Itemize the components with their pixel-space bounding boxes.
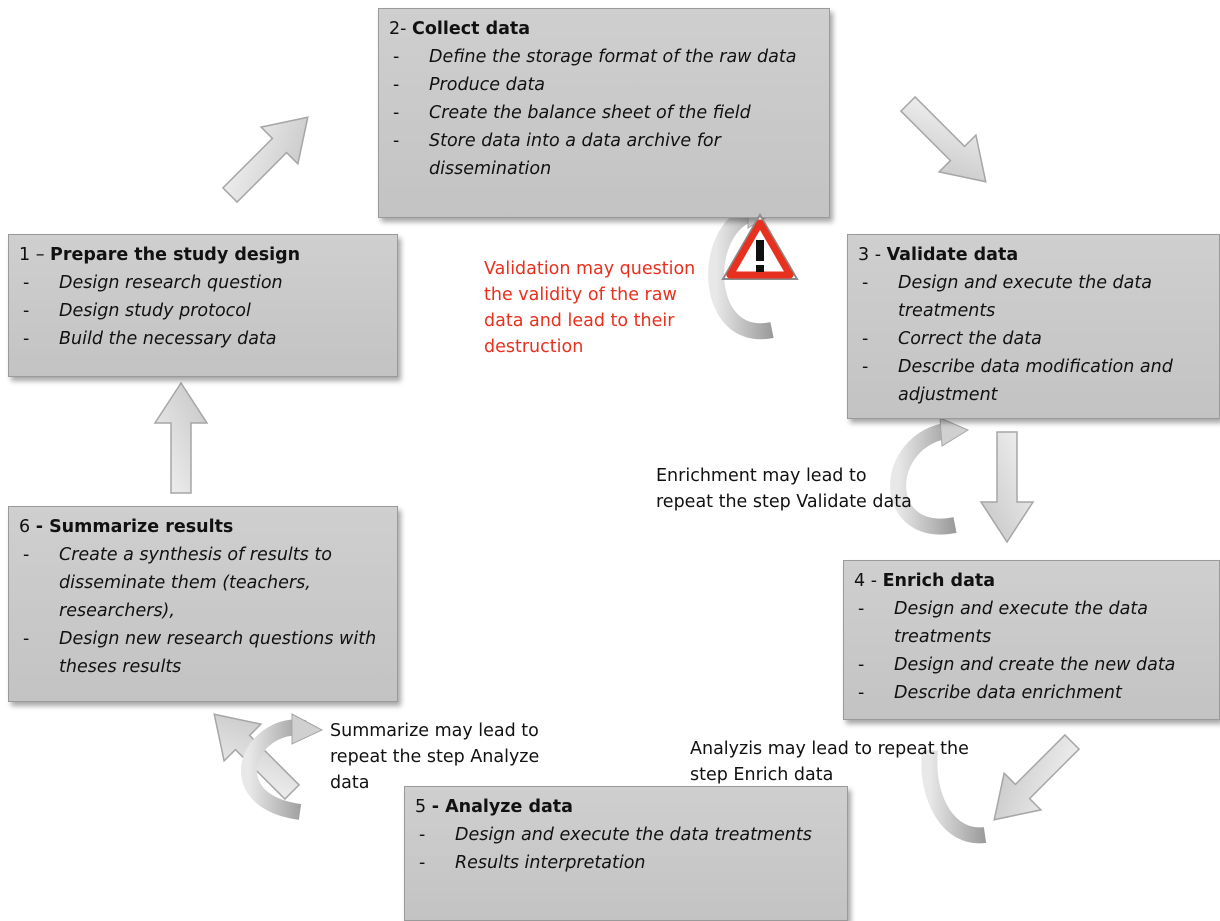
loop-arrow-icon bbox=[241, 713, 324, 820]
list-item: Create a synthesis of results to dissemi… bbox=[19, 541, 387, 625]
step-6-box: 6 - Summarize results Create a synthesis… bbox=[8, 506, 398, 702]
list-item: Build the necessary data bbox=[19, 325, 387, 353]
step-title: 4 - Enrich data bbox=[854, 571, 996, 591]
list-item: Define the storage format of the raw dat… bbox=[389, 43, 819, 71]
arrow-up-icon bbox=[154, 382, 208, 494]
step-1-box: 1 – Prepare the study design Design rese… bbox=[8, 234, 398, 377]
list-item: Describe data modification and adjustmen… bbox=[858, 353, 1209, 409]
step-title: 1 – Prepare the study design bbox=[19, 245, 301, 265]
summarize-note: Summarize may lead to repeat the step An… bbox=[330, 721, 540, 793]
list-item: Design and execute the data treatments bbox=[415, 821, 837, 849]
arrow-down-right-icon bbox=[888, 84, 1005, 201]
list-item: Produce data bbox=[389, 71, 819, 99]
list-item: Design research question bbox=[19, 269, 387, 297]
step-title: 6 - Summarize results bbox=[19, 517, 234, 537]
enrichment-note: Enrichment may lead to repeat the step V… bbox=[656, 466, 912, 512]
list-item: Design and create the new data bbox=[854, 651, 1209, 679]
list-item: Design and execute the data treatments bbox=[854, 595, 1209, 651]
step-title: 3 - Validate data bbox=[858, 245, 1019, 265]
step-3-box: 3 - Validate data Design and execute the… bbox=[847, 234, 1220, 419]
list-item: Store data into a data archive for disse… bbox=[389, 127, 819, 183]
loop-arrow-icon bbox=[890, 417, 970, 535]
list-item: Results interpretation bbox=[415, 849, 837, 877]
list-item: Correct the data bbox=[858, 325, 1209, 353]
arrow-down-icon bbox=[980, 431, 1034, 543]
step-4-box: 4 - Enrich data Design and execute the d… bbox=[843, 560, 1220, 720]
step-5-box: 5 - Analyze data Design and execute the … bbox=[404, 786, 848, 921]
analyzis-note: Analyzis may lead to repeat the step Enr… bbox=[690, 739, 969, 785]
list-item: Design new research questions with these… bbox=[19, 625, 387, 681]
list-item: Describe data enrichment bbox=[854, 679, 1209, 707]
loop-arrow-icon bbox=[921, 749, 987, 844]
validation-note: Validation may question the validity of … bbox=[484, 259, 696, 357]
step-2-box: 2- Collect data Define the storage forma… bbox=[378, 8, 830, 218]
list-item: Create the balance sheet of the field bbox=[389, 99, 819, 127]
arrow-down-left-icon bbox=[975, 722, 1092, 839]
list-item: Design and execute the data treatments bbox=[858, 269, 1209, 325]
step-title: 5 - Analyze data bbox=[415, 797, 573, 817]
step-title: 2- Collect data bbox=[389, 19, 531, 39]
list-item: Design study protocol bbox=[19, 297, 387, 325]
arrow-up-right-icon bbox=[210, 98, 327, 215]
